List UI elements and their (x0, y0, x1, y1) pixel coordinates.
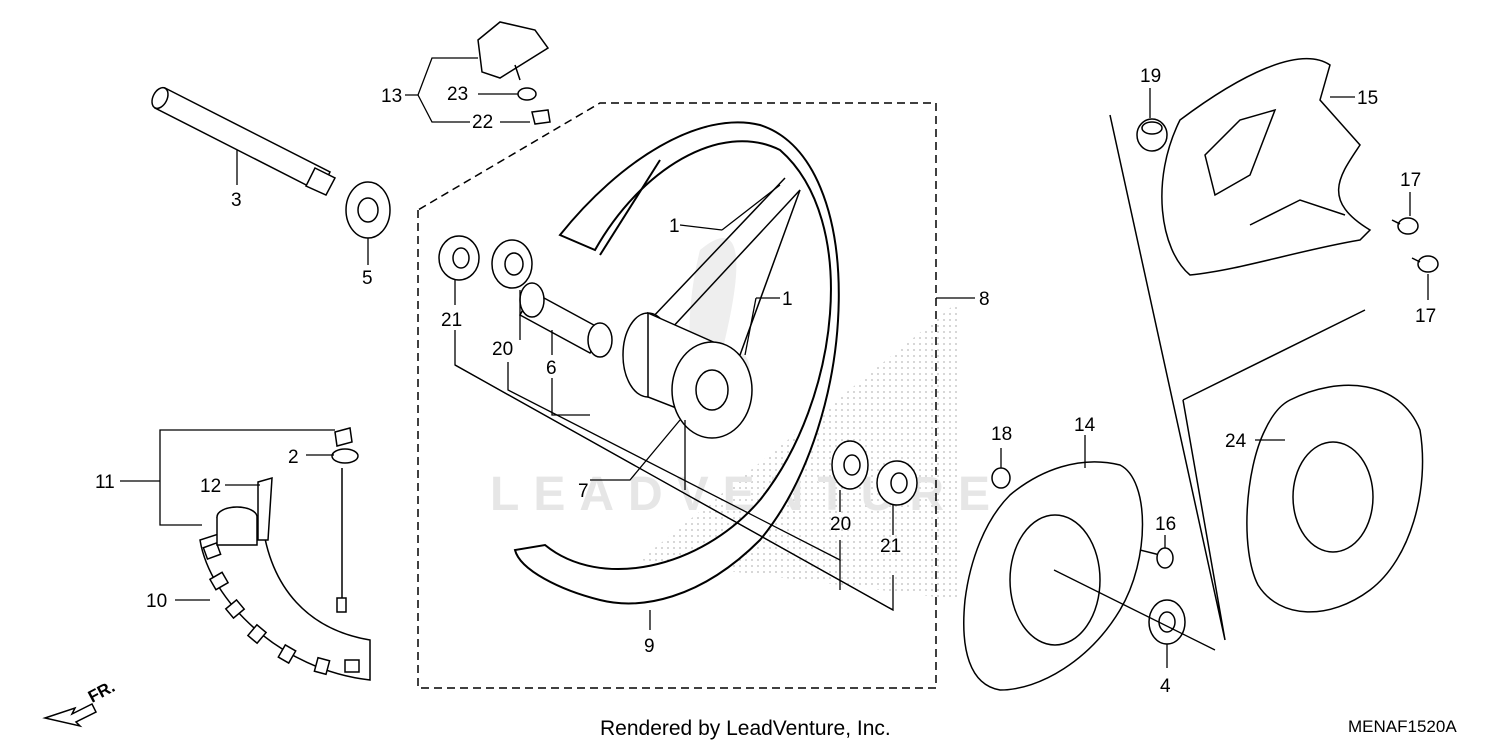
callout-8: 8 (979, 289, 990, 310)
callout-7: 7 (578, 481, 589, 502)
rim-band (257, 476, 273, 541)
callout-1-lower: 1 (782, 289, 793, 310)
front-direction-arrow: FR. (42, 677, 118, 728)
collar-4 (1148, 599, 1186, 645)
callout-5: 5 (362, 268, 373, 289)
render-credit: Rendered by LeadVenture, Inc. (600, 717, 891, 740)
rim-lock (477, 21, 551, 125)
callout-13: 13 (381, 86, 402, 107)
callout-18: 18 (991, 424, 1012, 445)
cover-bolts-17 (1391, 217, 1439, 273)
dust-seal-right-20 (831, 440, 869, 490)
callout-16: 16 (1155, 514, 1176, 535)
callout-20-left: 20 (492, 339, 513, 360)
disc-nut-18 (991, 467, 1011, 489)
brake-disc-alt (1246, 384, 1424, 613)
callout-17-upper: 17 (1400, 170, 1421, 191)
callout-22: 22 (472, 112, 493, 133)
callout-17-lower: 17 (1415, 306, 1436, 327)
callout-6: 6 (546, 358, 557, 379)
disc-cover (1161, 57, 1372, 276)
callout-21-right: 21 (880, 536, 901, 557)
callout-3: 3 (231, 190, 242, 211)
callout-11: 11 (95, 472, 115, 493)
brake-disc (963, 461, 1144, 691)
wheel-rim (513, 121, 840, 605)
callout-1-upper: 1 (669, 216, 680, 237)
callout-labels: 1 1 2 3 4 5 6 7 8 9 10 11 12 13 14 15 16… (95, 66, 1436, 697)
fr-label: FR. (85, 677, 118, 707)
callout-2: 2 (288, 447, 299, 468)
valve-cap-nut (331, 427, 359, 613)
disc-bolt-16 (1139, 547, 1174, 569)
tire (199, 519, 371, 681)
dust-seal-left-20 (491, 239, 533, 289)
callout-15: 15 (1357, 88, 1378, 109)
callout-19: 19 (1140, 66, 1161, 87)
callout-4: 4 (1160, 676, 1171, 697)
callout-21-left: 21 (441, 310, 462, 331)
callout-23: 23 (447, 84, 468, 105)
callout-10: 10 (146, 591, 167, 612)
wheel-hub (622, 311, 753, 439)
callout-20-right: 20 (830, 514, 851, 535)
callout-24: 24 (1225, 431, 1247, 452)
callout-12: 12 (200, 476, 221, 497)
disc-cover-box (1109, 114, 1366, 641)
front-axle (151, 86, 337, 196)
bearing-right-21 (876, 460, 918, 506)
wheel-assembly-box (417, 102, 937, 689)
distance-collar (518, 282, 613, 358)
inner-tube (216, 506, 258, 546)
diagram-code: MENAF1520A (1348, 717, 1457, 736)
axle-collar (345, 181, 391, 239)
callout-9: 9 (644, 636, 655, 657)
leader-lines (120, 57, 1429, 668)
cover-collar-19 (1136, 118, 1168, 152)
bearing-left-21 (438, 235, 480, 281)
callout-14: 14 (1074, 415, 1096, 436)
